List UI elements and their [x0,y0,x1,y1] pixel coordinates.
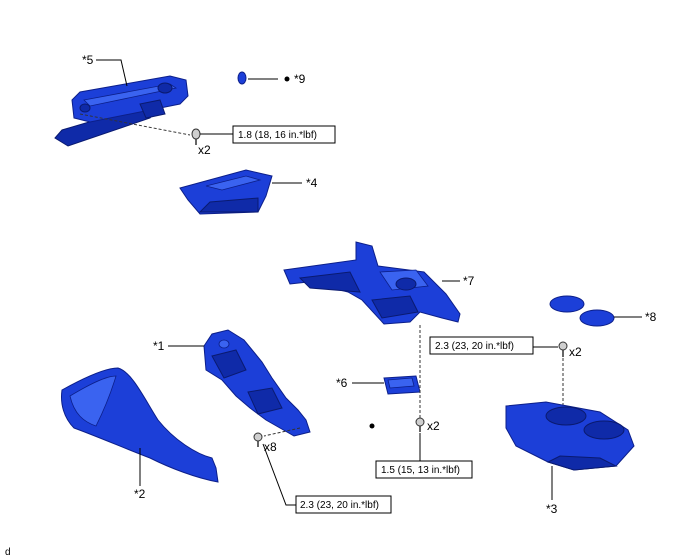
callout-3: *3 [546,502,558,516]
callout-7: *7 [463,274,475,288]
part-9-clip [237,71,247,85]
callout-6: *6 [336,376,348,390]
part-5-upper-panel [54,75,189,147]
part-2-side-trim [61,367,219,483]
callout-4: *4 [306,176,318,190]
callout-5: *5 [82,53,94,67]
part-4-tray [179,169,273,215]
leader-5 [96,59,128,87]
bolt-icon [415,417,425,432]
part-6-switch [383,375,421,395]
part-3-console-box [505,401,635,471]
torque-label-2: 2.3 (23, 20 in.*lbf) [435,341,514,352]
torque-label-3: 1.5 (15, 13 in.*lbf) [381,465,460,476]
bolt-icon [253,432,263,447]
callout-2: *2 [134,487,146,501]
quantity-label-4: x8 [264,440,277,454]
bolt-icon [558,341,568,357]
part-8-mats [549,295,615,327]
illustration-code: d [5,547,11,558]
dashed-guide-1 [263,427,301,437]
torque-label-1: 1.8 (18, 16 in.*lbf) [238,130,317,141]
part-7-console-frame [283,241,461,325]
quantity-label-2: x2 [569,345,582,359]
quantity-label-3: x2 [427,419,440,433]
leader-torque-4 [262,443,296,506]
torque-box-2 [429,336,534,355]
callout-1: *1 [153,339,165,353]
callout-9: *9 [294,72,306,86]
quantity-label-1: x2 [198,143,211,157]
torque-box-3 [375,460,473,479]
dashed-guide-5 [79,113,191,136]
part-1-side-panel [203,329,311,437]
bullet-icon [369,423,375,429]
torque-label-4: 2.3 (23, 20 in.*lbf) [300,500,379,511]
callout-8: *8 [645,310,657,324]
torque-box-4 [295,495,392,514]
torque-box-1 [232,125,336,144]
bullet-icon [284,76,290,82]
